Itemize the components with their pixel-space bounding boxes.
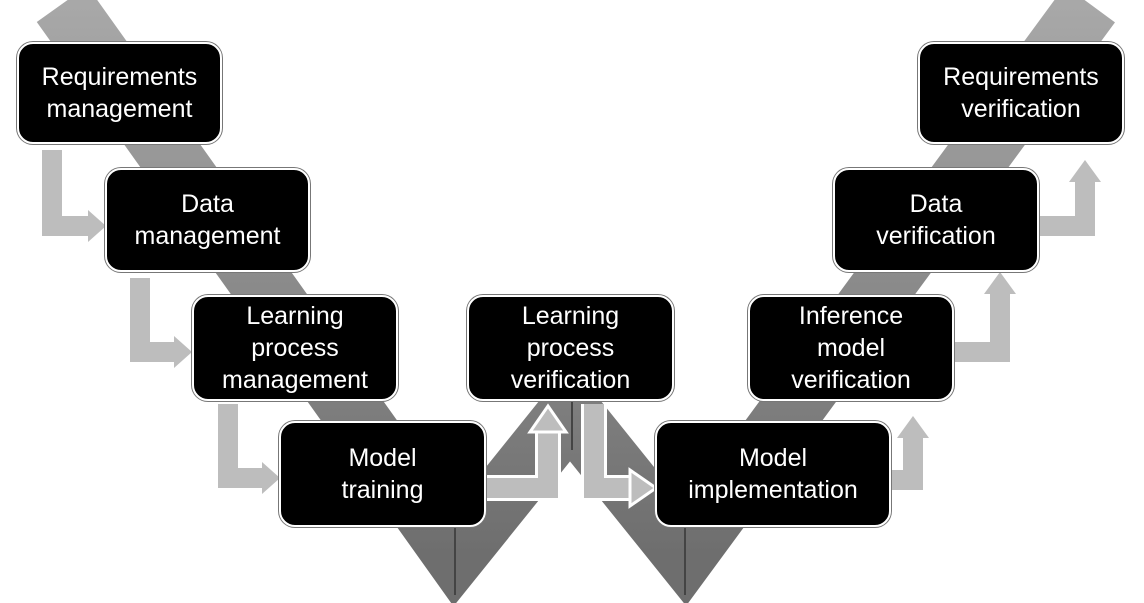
arrowhead-icon xyxy=(1069,160,1101,182)
stage-data-management: Data management xyxy=(105,168,310,272)
flow-arrow xyxy=(584,404,632,498)
stage-requirements-verification: Requirements verification xyxy=(918,42,1124,144)
stage-model-implementation: Model implementation xyxy=(655,421,891,527)
arrowhead-icon xyxy=(88,210,106,242)
stage-data-verification: Data verification xyxy=(833,168,1039,272)
arrowhead-icon xyxy=(527,403,569,434)
flow-arrow xyxy=(955,292,1010,362)
stage-learning-process-verification: Learning process verification xyxy=(467,295,674,401)
arrowhead-icon xyxy=(262,462,280,494)
stage-learning-process-management: Learning process management xyxy=(192,295,398,401)
stage-requirements-management: Requirements management xyxy=(17,42,222,144)
arrowhead-icon xyxy=(984,272,1016,294)
arrowhead-icon xyxy=(174,336,192,368)
stage-inference-model-verification: Inference model verification xyxy=(748,295,954,401)
flow-arrow xyxy=(486,428,558,498)
flow-arrow xyxy=(130,278,176,362)
flow-arrow xyxy=(42,150,90,236)
arrowhead-icon xyxy=(897,416,929,438)
flow-arrow xyxy=(218,404,264,488)
stage-model-training: Model training xyxy=(279,421,486,527)
arrowhead-icon xyxy=(628,467,659,509)
flow-arrow xyxy=(890,436,923,490)
flow-arrow xyxy=(1040,180,1095,236)
